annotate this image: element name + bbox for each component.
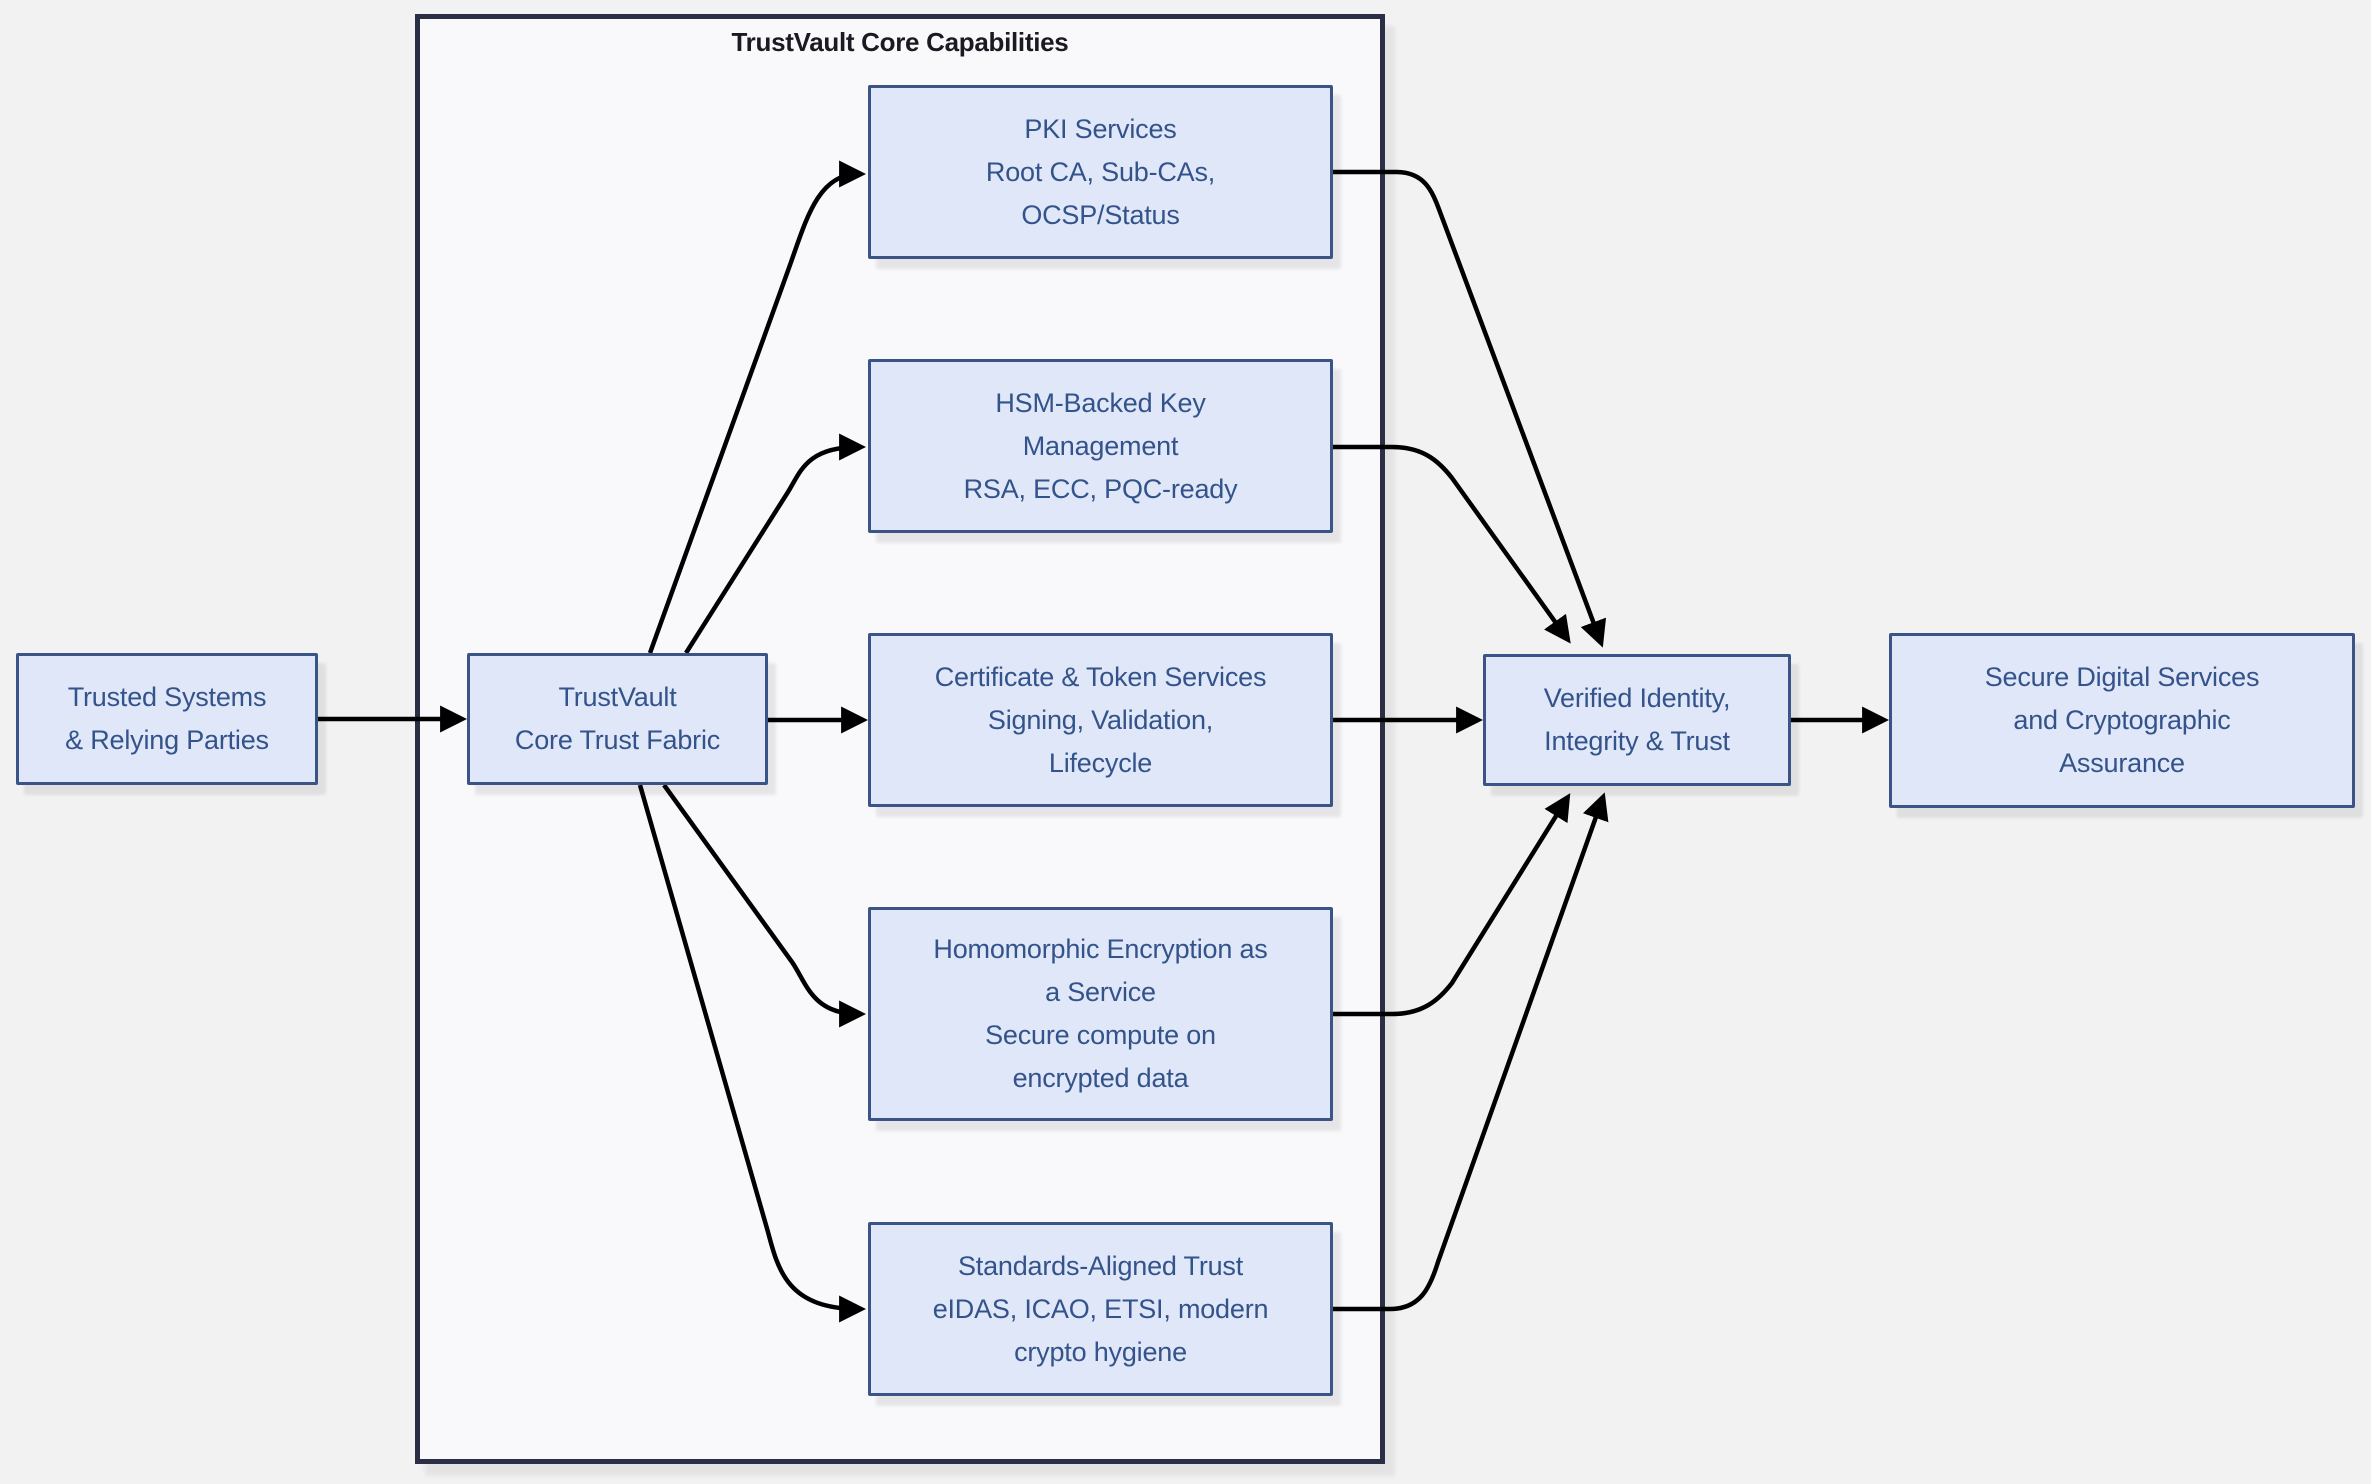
node-label-line: TrustVault — [558, 682, 677, 712]
node-label-line: Root CA, Sub-CAs, — [985, 156, 1216, 187]
edge-std-to-verified — [1333, 792, 1609, 1312]
node-label-line: HSM-Backed Key — [995, 387, 1206, 418]
node-label-line: eIDAS, ICAO, ETSI, modern — [932, 1293, 1269, 1324]
node-verified-identity: Verified Identity, Integrity & Trust — [1483, 654, 1791, 786]
node-label-line: Secure compute on — [985, 1020, 1216, 1050]
node-label-line: Signing, Validation, — [987, 704, 1214, 735]
node-label-line: crypto hygiene — [1014, 1336, 1187, 1367]
node-label-line: a Service — [1045, 977, 1156, 1007]
node-pki-services: PKI Services Root CA, Sub-CAs, OCSP/Stat… — [868, 85, 1333, 259]
node-label-line: RSA, ECC, PQC-ready — [963, 473, 1238, 504]
node-label-line: Standards-Aligned Trust — [957, 1250, 1244, 1281]
node-certificate-token-services: Certificate & Token Services Signing, Va… — [868, 633, 1333, 807]
edge-fabric-to-hsm — [684, 433, 867, 655]
node-label-line: OCSP/Status — [1021, 199, 1180, 230]
node-label-line: Secure Digital Services — [1984, 662, 2260, 692]
edge-fabric-to-hom — [662, 783, 867, 1028]
node-label-line: Management — [1022, 430, 1179, 461]
node-label-line: & Relying Parties — [65, 725, 269, 755]
edge-hom-to-verified — [1333, 793, 1571, 1017]
node-trustvault-core-fabric: TrustVault Core Trust Fabric — [467, 653, 768, 785]
node-secure-digital-services: Secure Digital Services and Cryptographi… — [1889, 633, 2355, 808]
edge-hsm-to-verified — [1333, 444, 1571, 644]
edge-fabric-to-std — [637, 784, 867, 1323]
node-label-line: Trusted Systems — [67, 682, 267, 712]
node-label-line: Certificate & Token Services — [934, 661, 1267, 692]
node-label-line: Integrity & Trust — [1544, 726, 1730, 756]
node-hsm-key-management: HSM-Backed Key Management RSA, ECC, PQC-… — [868, 359, 1333, 533]
node-label-line: Assurance — [2059, 748, 2185, 778]
node-label-line: PKI Services — [1024, 113, 1177, 144]
node-label-line: Homomorphic Encryption as — [933, 934, 1268, 964]
edge-pki-to-verified — [1333, 169, 1607, 648]
node-label-line: Lifecycle — [1048, 747, 1153, 778]
node-homomorphic-encryption: Homomorphic Encryption as a Service Secu… — [868, 907, 1333, 1121]
node-label-line: encrypted data — [1012, 1063, 1189, 1093]
node-trusted-systems: Trusted Systems & Relying Parties — [16, 653, 318, 785]
capabilities-container-title: TrustVault Core Capabilities — [731, 27, 1069, 57]
node-label-line: and Cryptographic — [2013, 705, 2231, 735]
edge-fabric-to-pki — [647, 160, 867, 654]
node-label-line: Core Trust Fabric — [514, 725, 721, 755]
node-label-line: Verified Identity, — [1543, 683, 1731, 713]
node-standards-aligned-trust: Standards-Aligned Trust eIDAS, ICAO, ETS… — [868, 1222, 1333, 1396]
